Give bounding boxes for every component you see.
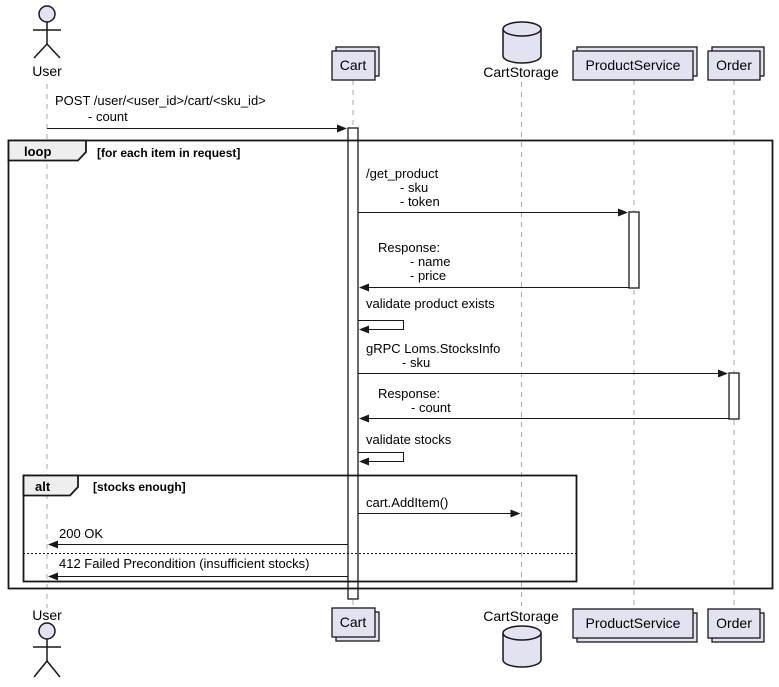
message-get-product-line-1: /get_product (366, 166, 439, 181)
activation-productservice (628, 211, 640, 289)
participant-cart-bottom: Cart (331, 607, 380, 642)
collections-front-box (572, 50, 694, 81)
actor-leg-left-icon (33, 43, 48, 59)
message-post-cart-line-1: POST /user/<user_id>/cart/<sku_id> (55, 93, 266, 108)
arrowhead-412-failed (48, 572, 58, 581)
arrowhead-validate-stocks-self (359, 457, 369, 466)
loop-frame: loop [for each item in request] (7, 139, 774, 590)
message-arrows (47, 124, 729, 581)
message-get-product-line-2: - sku (400, 180, 428, 195)
participant-cartstorage-bottom: CartStorage (483, 608, 559, 668)
activation-cart (347, 127, 359, 600)
participant-cart-label-bottom: Cart (340, 614, 367, 630)
collections-front-box (707, 608, 761, 639)
message-200-ok: 200 OK (59, 526, 103, 541)
message-validate-stocks: validate stocks (366, 432, 452, 447)
alt-frame-border (22, 474, 578, 583)
database-cylinder-top (502, 21, 542, 37)
loop-frame-border (7, 139, 774, 590)
arrowhead-add-item (510, 509, 521, 518)
arrow-validate-product-self (358, 320, 404, 330)
message-get-product-response-line-1: Response: (378, 240, 440, 255)
arrowhead-stocks-info-response (359, 414, 369, 423)
participant-cartstorage-top: CartStorage (483, 21, 559, 80)
message-stocks-info-line-2: - sku (402, 355, 430, 370)
message-validate-product: validate product exists (366, 296, 495, 311)
activation-order (728, 372, 740, 420)
alt-operator-label: alt (35, 479, 51, 494)
actor-leg-right-icon (46, 43, 61, 59)
participant-user-bottom: User (32, 607, 62, 678)
participant-cartstorage-label-bottom: CartStorage (483, 608, 559, 624)
database-cylinder-top (502, 625, 542, 641)
participant-cartstorage-label-top: CartStorage (483, 64, 559, 80)
loop-frame-tag (7, 139, 87, 162)
participant-cart-label-top: Cart (340, 57, 367, 73)
participant-user-label-top: User (32, 63, 62, 79)
activations (347, 127, 740, 600)
arrowhead-post-cart (337, 124, 347, 133)
participant-productservice-bottom: ProductService (572, 608, 698, 643)
message-get-product-response-line-3: - price (410, 268, 446, 283)
arrowhead-stocks-info (718, 369, 728, 378)
alt-frame: alt [stocks enough] (22, 474, 578, 583)
actor-leg-left-icon (33, 660, 48, 678)
actor-head-icon (38, 622, 56, 640)
collections-front-box (572, 608, 694, 639)
message-get-product-line-3: - token (400, 194, 440, 209)
collections-front-box (331, 607, 376, 638)
message-get-product-response-line-2: - name (410, 254, 450, 269)
participant-order-top: Order (707, 46, 765, 81)
arrowhead-get-product (618, 208, 628, 217)
arrowhead-200-ok (48, 540, 58, 549)
actor-head-icon (38, 5, 56, 23)
arrow-validate-stocks-self (358, 452, 404, 462)
loop-operator-label: loop (24, 144, 51, 159)
participant-order-label-top: Order (716, 57, 752, 73)
participant-order-label-bottom: Order (716, 615, 752, 631)
message-stocks-info-line-1: gRPC Loms.StocksInfo (366, 341, 500, 356)
actor-leg-right-icon (46, 660, 61, 678)
alt-condition-label: [stocks enough] (93, 480, 186, 494)
participant-productservice-label-bottom: ProductService (586, 615, 681, 631)
message-add-item: cart.AddItem() (366, 495, 448, 510)
participant-user-label-bottom: User (32, 607, 62, 623)
collections-front-box (331, 50, 376, 81)
participant-cart-top: Cart (331, 46, 380, 81)
participant-productservice-label-top: ProductService (586, 57, 681, 73)
participant-order-bottom: Order (707, 608, 765, 643)
alt-frame-tag (22, 474, 79, 497)
message-412-failed: 412 Failed Precondition (insufficient st… (59, 556, 310, 571)
message-stocks-info-response-line-1: Response: (378, 386, 440, 401)
participant-productservice-top: ProductService (572, 46, 698, 81)
message-post-cart-line-2: - count (88, 109, 128, 124)
message-stocks-info-response-line-2: - count (411, 400, 451, 415)
arrowhead-validate-product-self (359, 325, 369, 334)
arrowhead-get-product-response (359, 283, 369, 292)
participant-user-top: User (32, 5, 62, 79)
collections-front-box (707, 50, 761, 81)
message-labels: POST /user/<user_id>/cart/<sku_id> - cou… (55, 93, 500, 571)
loop-condition-label: [for each item in request] (97, 146, 240, 160)
